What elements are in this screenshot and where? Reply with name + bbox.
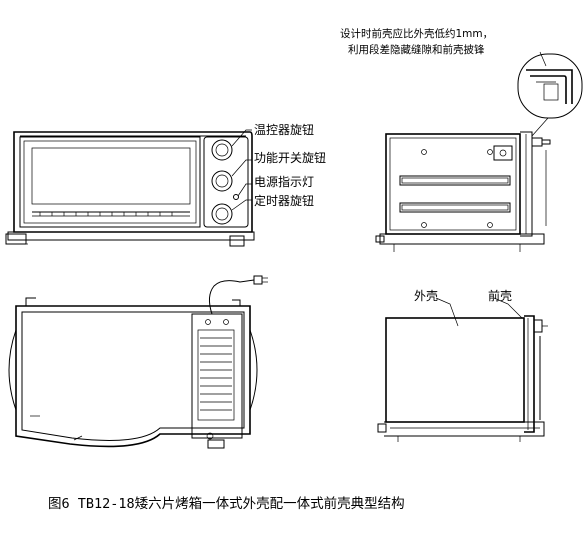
side-section-view: 外壳 前壳	[377, 288, 548, 442]
temp-knob-label: 温控器旋钮	[254, 122, 314, 137]
timer-knob-label: 定时器旋钮	[254, 193, 314, 208]
design-note-line2: 利用段差隐藏缝隙和前壳披锋	[348, 43, 485, 56]
function-switch-knob-label: 功能开关旋钮	[254, 150, 326, 165]
design-note-line1: 设计时前壳应比外壳低约1mm，	[340, 27, 493, 40]
front-shell-label: 前壳	[488, 288, 512, 303]
figure-caption: 图6 TB12-18矮六片烤箱一体式外壳配一体式前壳典型结构	[48, 495, 405, 512]
power-indicator-label: 电源指示灯	[254, 174, 314, 189]
rear-view: 设计时前壳应比外壳低约1mm， 利用段差隐藏缝隙和前壳披锋	[340, 27, 583, 252]
outer-shell-label: 外壳	[414, 289, 438, 303]
front-view: 温控器旋钮 功能开关旋钮 电源指示灯 定时器旋钮	[5, 122, 326, 247]
top-view	[8, 275, 268, 449]
